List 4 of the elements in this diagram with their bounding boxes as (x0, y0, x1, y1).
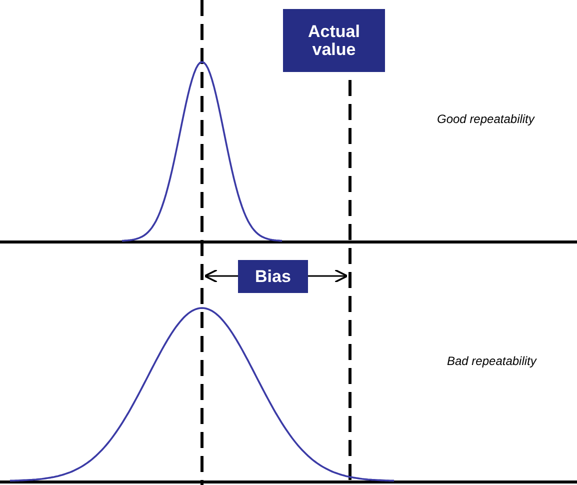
annotation-text: Bad repeatability (447, 354, 536, 368)
value-box: Actual value (283, 9, 385, 72)
bias-box: Bias (238, 260, 308, 293)
annotation-text: Good repeatability (437, 112, 534, 126)
